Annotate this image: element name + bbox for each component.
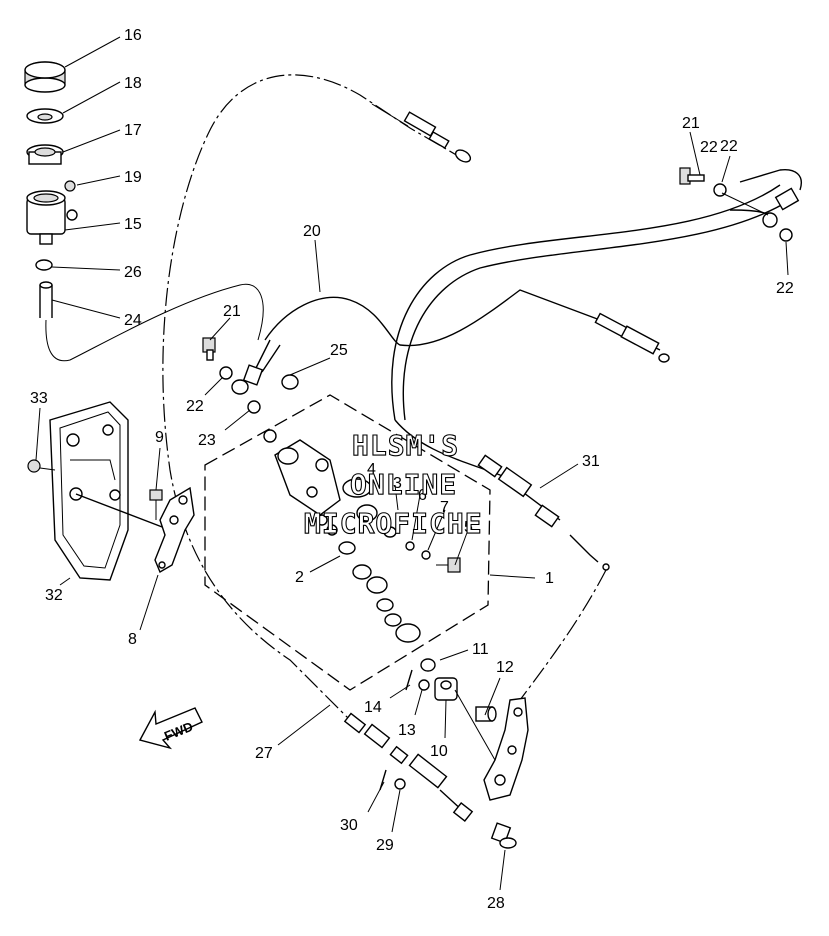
callout-10: 10: [430, 743, 448, 760]
bracket-8: [154, 486, 195, 574]
hose-clip: [35, 259, 53, 271]
cable-upper-loop: [162, 74, 466, 726]
reservoir-cap: [24, 61, 66, 93]
watermark-line1: HLSM'S: [352, 429, 459, 462]
cable-upper-loop-outer: [371, 103, 409, 127]
diaphragm-plate: [26, 108, 64, 124]
callout-21: 21: [223, 303, 241, 320]
rod: [75, 493, 171, 531]
cable-27-end: [343, 712, 474, 823]
callout-28: 28: [487, 895, 505, 912]
fwd-arrow-icon: FWD: [138, 707, 203, 750]
washer-13: [418, 679, 430, 691]
assembly-box: [204, 394, 491, 691]
callout-22-bottom: 22: [776, 280, 794, 297]
callout-3: 3: [393, 475, 402, 492]
cable-right-loop-2: [402, 199, 791, 421]
cable-20-tube: [264, 289, 661, 351]
clamp-25: [281, 374, 299, 390]
cable-31-end: [477, 454, 610, 571]
cable-end-upper: [403, 111, 472, 163]
callout-1: 1: [545, 570, 554, 587]
callout-30: 30: [340, 817, 358, 834]
bolt-21-right: [679, 167, 705, 185]
screw-5: [436, 557, 461, 573]
cable-end-right: [594, 312, 670, 363]
callout-9: 9: [155, 429, 164, 446]
hose-24: [39, 281, 53, 318]
callout-2: 2: [295, 569, 304, 586]
callout-13: 13: [398, 722, 416, 739]
diaphragm: [26, 144, 64, 165]
pin-28: [490, 822, 517, 849]
callout-20: 20: [303, 223, 321, 240]
internal-parts: [263, 429, 436, 672]
banjo-fitting-left: [231, 339, 281, 395]
callout-14: 14: [364, 699, 382, 716]
callout-11: 11: [472, 641, 489, 658]
screw-19: [64, 180, 76, 192]
washer-23: [247, 400, 261, 414]
callout-22-mid: 22: [720, 138, 738, 155]
callout-12: 12: [496, 659, 514, 676]
callout-18: 18: [124, 75, 142, 92]
callout-31: 31: [582, 453, 600, 470]
cable-lower: [519, 569, 607, 701]
callout-33: 33: [30, 390, 48, 407]
cable-right-loop: [391, 184, 781, 421]
callout-4: 4: [367, 461, 376, 478]
callout-29: 29: [376, 837, 394, 854]
screw-33: [27, 459, 56, 473]
bolt-21-left: [202, 337, 216, 361]
callout-19: 19: [124, 169, 142, 186]
callout-21-right: 21: [682, 115, 700, 132]
leader-lines: [35, 36, 789, 891]
cable-20-inner: [45, 283, 264, 362]
hose-end-right: [729, 168, 802, 228]
callout-22-right: 22: [700, 139, 718, 156]
callout-26: 26: [124, 264, 142, 281]
watermark-line2: ONLINE: [350, 468, 457, 501]
callout-16: 16: [124, 27, 142, 44]
master-cylinder-body: [274, 439, 378, 522]
callout-7: 7: [440, 499, 449, 516]
watermark: HLSM'S ONLINE MICROFICHE: [303, 428, 483, 540]
cover-plate: [49, 401, 129, 581]
washer-22-left: [219, 366, 233, 380]
washer-29: [394, 778, 406, 790]
callout-22: 22: [186, 398, 204, 415]
callout-32: 32: [45, 587, 63, 604]
watermark-line3: MICROFICHE: [304, 507, 483, 540]
callout-5: 5: [464, 519, 473, 536]
clevis-10: [434, 677, 458, 701]
reservoir-tank: [26, 180, 78, 245]
callout-24: 24: [124, 312, 142, 329]
lever: [483, 697, 529, 801]
callout-27: 27: [255, 745, 273, 762]
callout-6: 6: [418, 487, 427, 504]
callout-25: 25: [330, 342, 348, 359]
callout-15: 15: [124, 216, 142, 233]
callout-17: 17: [124, 122, 142, 139]
screw-9: [149, 489, 163, 520]
washer-22-b: [779, 228, 793, 242]
callout-23: 23: [198, 432, 216, 449]
pin-12: [475, 706, 497, 722]
callout-8: 8: [128, 631, 137, 648]
callout-labels: 16 18 17 19 15 26 24 21 22 25 20 22 23 3…: [30, 27, 794, 912]
